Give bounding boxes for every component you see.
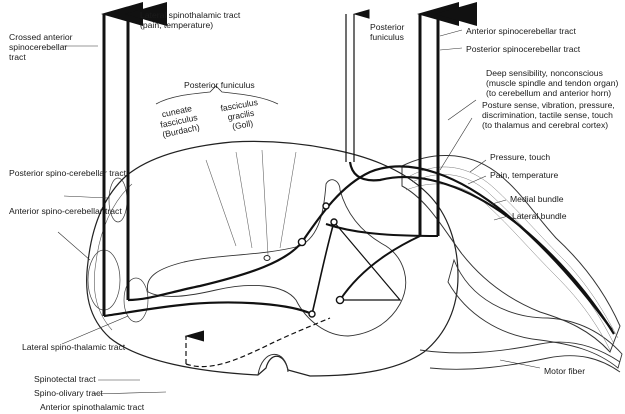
label-anterior-spinothalamic: Anterior spinothalamic tract bbox=[40, 402, 144, 412]
label-spinotectal: Spinotectal tract bbox=[34, 374, 96, 384]
label-pain-temperature: Pain, temperature bbox=[490, 170, 558, 180]
fiber-pain-temperature bbox=[302, 166, 612, 330]
label-deep-sensibility: Deep sensibility, nonconscious(muscle sp… bbox=[486, 68, 618, 98]
neuron-cell-bodies bbox=[298, 203, 343, 317]
fiber-to-posterior-funiculus bbox=[350, 162, 614, 334]
label-posterior-funiculus-center: Posterior funiculus bbox=[184, 80, 255, 90]
posterior-median-septum bbox=[206, 150, 296, 255]
dorsal-root-ganglion bbox=[448, 260, 622, 368]
label-motor-fiber: Motor fiber bbox=[544, 366, 585, 376]
fiber-crossing-anterior-spinocerebellar bbox=[104, 302, 312, 316]
gray-matter bbox=[147, 180, 405, 336]
label-anterior-spinocerebellar-top: Anterior spinocerebellar tract bbox=[466, 26, 576, 36]
ventral-root bbox=[420, 342, 620, 372]
fiber-to-motor-neuron bbox=[312, 222, 334, 314]
label-posterior-spinocerebellar-left: Posterior spino-cerebellar tract bbox=[9, 168, 126, 178]
label-lateral-bundle: Lateral bundle bbox=[512, 211, 566, 221]
leader-lines bbox=[58, 30, 540, 394]
label-spino-olivary: Spino-olivary tract bbox=[34, 388, 103, 398]
label-anterior-spinocerebellar-left: Anterior spino-cerebellar tract bbox=[9, 206, 122, 216]
central-canal bbox=[264, 256, 270, 261]
label-lateral-spinothalamic: Lateral spinothalamic tract(pain, temper… bbox=[140, 10, 240, 30]
label-pressure-touch: Pressure, touch bbox=[490, 152, 550, 162]
anterior-spinothalamic-dashed bbox=[186, 318, 330, 367]
label-posterior-spinocerebellar-top: Posterior spinocerebellar tract bbox=[466, 44, 580, 54]
label-lateral-spinothalamic-lower: Lateral spino-thalamic tract bbox=[22, 342, 125, 352]
dorsal-root-outline bbox=[402, 155, 620, 352]
label-medial-bundle: Medial bundle bbox=[510, 194, 564, 204]
posterior-funiculus-line bbox=[346, 14, 354, 162]
fiber-to-anterior-spinocerebellar bbox=[340, 236, 420, 300]
label-posture-sense: Posture sense, vibration, pressure,discr… bbox=[482, 100, 615, 130]
